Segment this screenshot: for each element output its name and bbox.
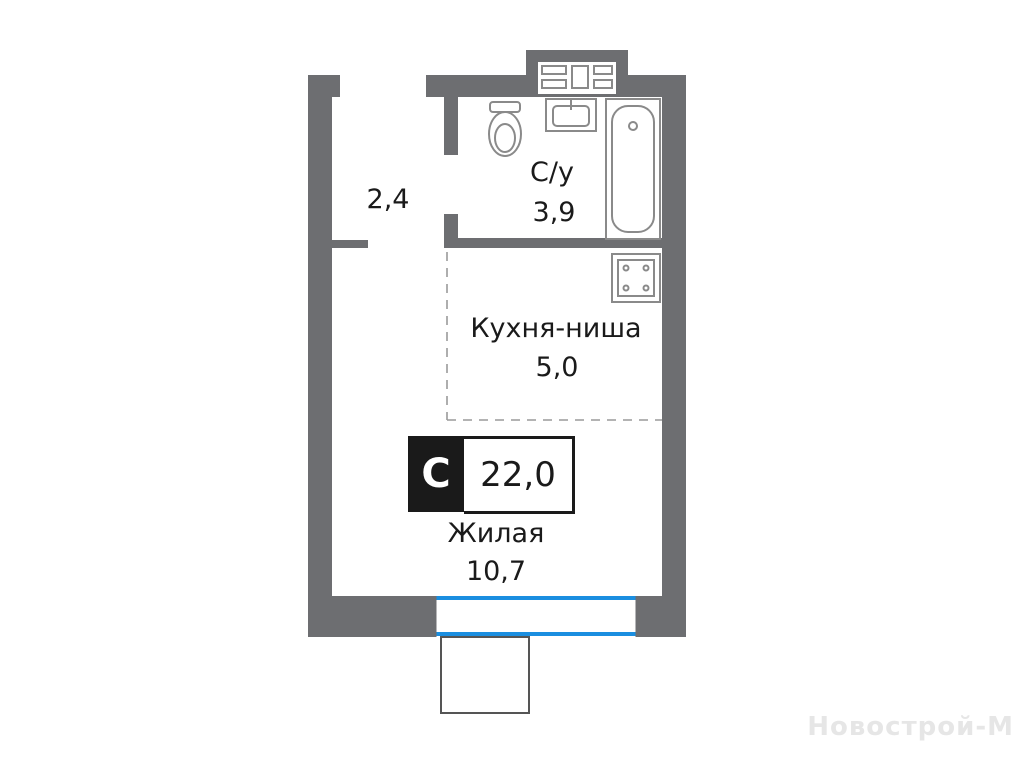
balcony: [440, 636, 530, 714]
living-name-label: Жилая: [447, 518, 545, 549]
bathtub-icon: [605, 98, 661, 240]
stove-icon: [611, 253, 661, 303]
kitchen-name-label: Кухня-ниша: [470, 313, 642, 344]
bath-wall-bottom: [444, 238, 662, 248]
window: [435, 596, 637, 637]
watermark: Новострой-М: [807, 712, 1014, 742]
walls: [308, 50, 686, 637]
hall-wall-stub: [332, 240, 368, 248]
vent-lines: [541, 65, 613, 89]
living-area-label: 10,7: [465, 556, 527, 587]
bathroom-name-label: С/у: [530, 157, 574, 188]
total-area-badge: 22,0: [464, 436, 575, 514]
wall-right: [662, 75, 686, 637]
toilet-icon: [488, 101, 522, 157]
hall-area-label: 2,4: [366, 184, 410, 215]
sink-icon: [545, 98, 597, 132]
bath-wall-lower: [444, 214, 458, 244]
wall-left: [308, 75, 332, 637]
wall-bottom-left: [308, 596, 436, 637]
bathroom-area-label: 3,9: [532, 197, 576, 228]
apartment-type-badge: С: [408, 436, 464, 512]
kitchen-area-label: 5,0: [535, 352, 579, 383]
kitchen-niche-boundary: [446, 252, 662, 421]
wall-bottom-right: [636, 596, 686, 637]
bath-wall-upper: [444, 97, 458, 155]
